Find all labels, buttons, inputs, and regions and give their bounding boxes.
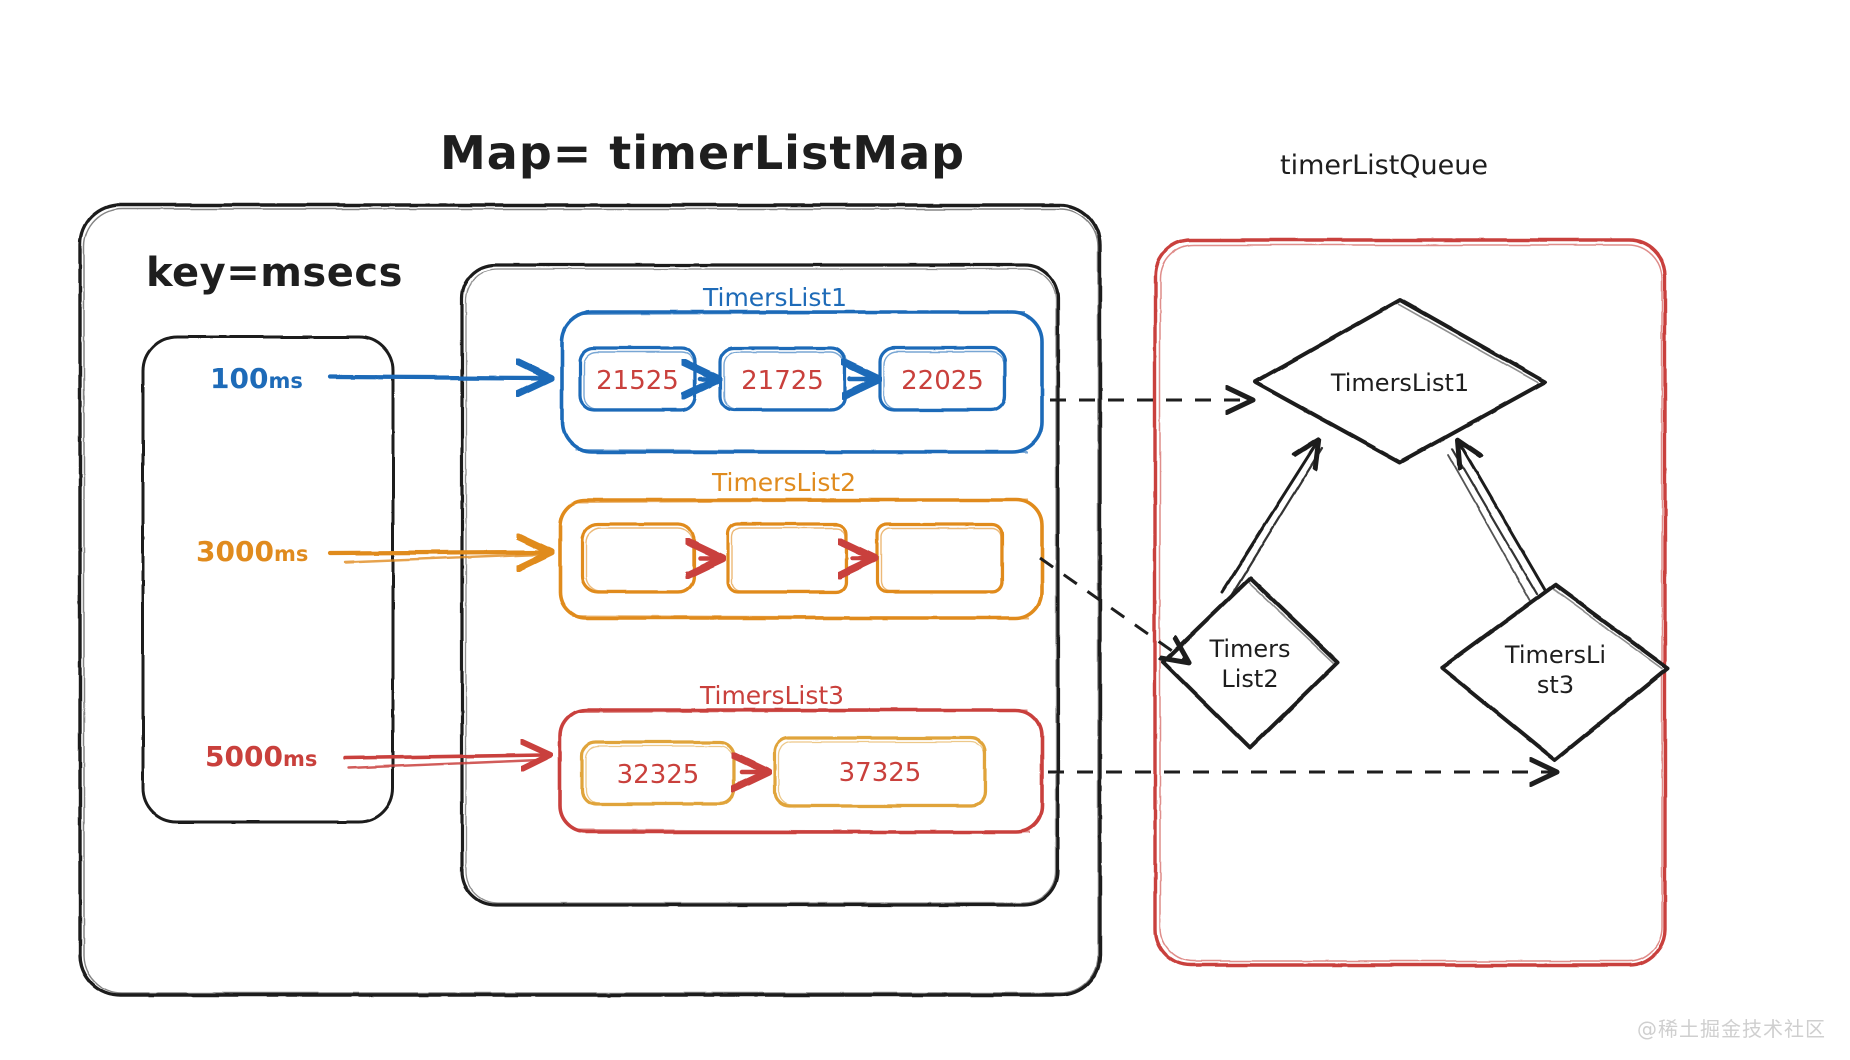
queue-node-timerslist1 (1253, 298, 1547, 464)
watermark: @稀土掘金技术社区 (1637, 1017, 1826, 1041)
key-to-list-arrows (327, 377, 545, 768)
timers-list-1-cells (578, 346, 1007, 412)
timers-list-1-box (560, 310, 1044, 454)
timers-list-2-cells (580, 522, 1004, 594)
dashed-links (1039, 400, 1552, 772)
timers-list-2-box (558, 498, 1044, 620)
timer-list-map-container (78, 203, 1102, 997)
timers-list-3-box (558, 708, 1044, 834)
queue-node-timerslist2 (1161, 576, 1340, 750)
timer-list-queue-container (1153, 238, 1667, 967)
timers-list-3-cells (580, 736, 987, 808)
heap-edges (1220, 444, 1547, 601)
queue-node-timerslist3 (1440, 583, 1670, 762)
timer-lists-container (460, 263, 1060, 907)
key-column-box (141, 335, 395, 824)
